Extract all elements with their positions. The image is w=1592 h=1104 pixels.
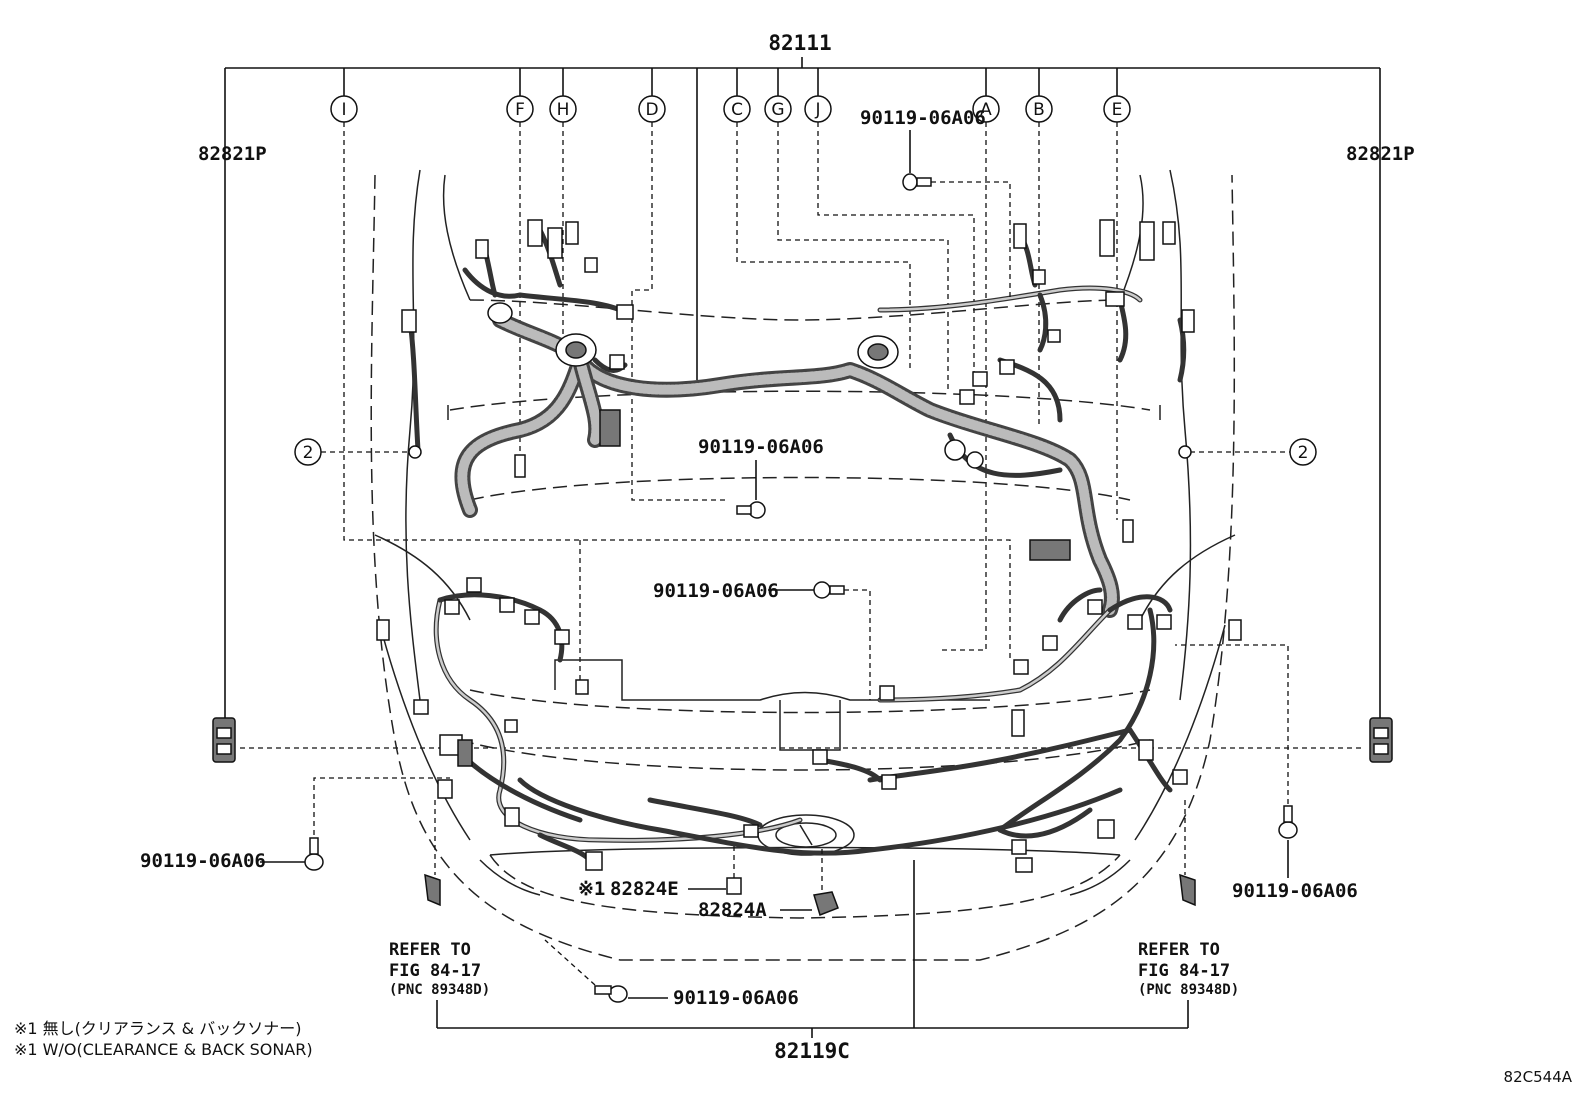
front-bumper-wiring [433, 587, 1173, 863]
clip-82824a: 82824A [698, 845, 839, 921]
svg-text:A: A [980, 100, 992, 120]
bolt-center: 90119-06A06 [653, 580, 871, 700]
bolt-right: 90119-06A06 [1175, 644, 1358, 902]
callout-E: E [1103, 95, 1131, 123]
svg-text:J: J [814, 100, 820, 120]
part-number-82824e: 82824E [610, 878, 679, 900]
part-number-82824a: 82824A [698, 899, 767, 921]
part-number-bolt-mid: 90119-06A06 [698, 436, 824, 458]
svg-text:(PNC 89348D): (PNC 89348D) [1138, 982, 1239, 998]
svg-text:2: 2 [1298, 443, 1309, 463]
clip-82824e: ※1 82824E [578, 845, 742, 900]
callout-H: H [549, 95, 577, 123]
part-number-82111: 82111 [768, 31, 831, 55]
svg-text:D: D [645, 100, 658, 120]
svg-text:2: 2 [303, 443, 314, 463]
callout-letters: I F H D C G J A [330, 95, 1131, 123]
footnote-japanese: ※1 無し(クリアランス & バックソナー) [14, 1019, 302, 1038]
connector-82821p-left [212, 717, 236, 763]
bolt-bottom: 90119-06A06 [544, 939, 799, 1009]
part-number-bolt-center: 90119-06A06 [653, 580, 779, 602]
bottom-bracket-82119c: 82119C [436, 860, 1189, 1063]
svg-text:(PNC 89348D): (PNC 89348D) [389, 982, 490, 998]
lower-bracket-right [1179, 800, 1196, 907]
part-number-bolt-right: 90119-06A06 [1232, 880, 1358, 902]
svg-text:E: E [1112, 100, 1123, 120]
part-number-82821p-left: 82821P [198, 143, 267, 165]
svg-text:REFER TO: REFER TO [1138, 940, 1220, 960]
callout-B: B [1025, 95, 1053, 123]
part-number-82821p-right: 82821P [1346, 143, 1415, 165]
part-number-82119c: 82119C [774, 1039, 850, 1063]
connector-82821p-right [1369, 717, 1393, 763]
refer-to-left: REFER TO FIG 84-17 (PNC 89348D) [389, 940, 490, 998]
part-number-bolt-left: 90119-06A06 [140, 850, 266, 872]
lower-bracket-left [424, 800, 441, 907]
svg-text:I: I [341, 100, 346, 120]
svg-text:FIG 84-17: FIG 84-17 [1138, 961, 1230, 981]
figure-code: 82C544A [1504, 1068, 1573, 1086]
clip-82824e-mark: ※1 [578, 878, 605, 900]
harness-connectors [376, 219, 1242, 873]
footnote-english: ※1 W/O(CLEARANCE & BACK SONAR) [14, 1040, 313, 1059]
engine-room-main-harness [454, 302, 1120, 618]
callout-G: G [764, 95, 792, 123]
svg-text:FIG 84-17: FIG 84-17 [389, 961, 481, 981]
refer-to-right: REFER TO FIG 84-17 (PNC 89348D) [1138, 940, 1239, 998]
callout-D: D [638, 95, 666, 123]
callout-C: C [723, 95, 751, 123]
svg-text:REFER TO: REFER TO [389, 940, 471, 960]
svg-text:G: G [771, 100, 784, 120]
top-bracket-82111: 82111 [224, 31, 1381, 720]
bolt-top: 90119-06A06 [860, 107, 1011, 300]
ref-mark-left: 2 [294, 438, 422, 466]
callout-I: I [330, 95, 358, 123]
svg-text:C: C [731, 100, 743, 120]
ref-mark-right: 2 [1178, 438, 1317, 466]
part-number-bolt-bottom: 90119-06A06 [673, 987, 799, 1009]
callout-A: A [972, 95, 1000, 123]
callout-F: F [506, 95, 534, 123]
svg-text:H: H [557, 100, 570, 120]
svg-text:B: B [1033, 100, 1045, 120]
bolt-mid: 90119-06A06 [698, 436, 824, 519]
upper-left-wiring [462, 227, 628, 373]
svg-text:F: F [515, 100, 525, 120]
vehicle-body-outline [370, 169, 1236, 961]
bolt-left: 90119-06A06 [140, 777, 450, 872]
callout-J: J [804, 95, 832, 123]
callout-leaders [343, 122, 1118, 690]
part-number-bolt-top: 90119-06A06 [860, 107, 986, 129]
